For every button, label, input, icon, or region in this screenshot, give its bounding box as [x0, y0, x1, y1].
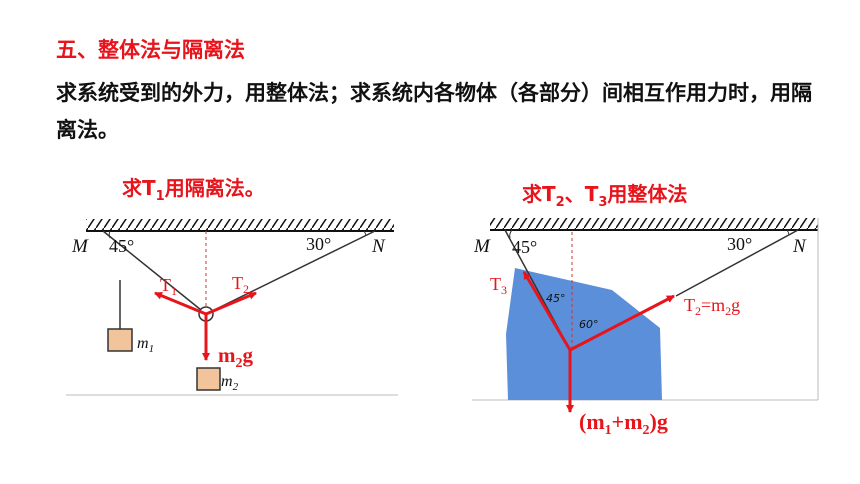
left-label-angle30: 30°	[306, 234, 331, 254]
left-rope-T1	[102, 230, 207, 315]
left-label-T1: T1	[160, 275, 177, 298]
left-label-angle45: 45°	[109, 236, 134, 256]
right-rope-right	[675, 229, 799, 297]
right-label-angle45: 45°	[512, 237, 537, 257]
right-label-inner-45: 45°	[546, 292, 566, 305]
left-arrow-T2	[205, 291, 257, 316]
left-block-m1	[107, 328, 133, 352]
left-rope-T2	[205, 230, 376, 315]
left-caption: 求T1用隔离法。	[122, 176, 265, 204]
right-label-angle30: 30°	[727, 234, 752, 254]
right-label-N: N	[792, 236, 807, 257]
principle-paragraph: 求系统受到的外力，用整体法；求系统内各物体（各部分）间相互作用力时，用隔离法。	[56, 81, 812, 142]
right-label-inner-60: 60°	[579, 318, 599, 331]
right-label-T2: T2=m2g	[684, 295, 740, 318]
left-arrow-T1	[154, 291, 207, 316]
right-arc-45	[509, 229, 513, 239]
right-caption: 求T2、T3用整体法	[522, 182, 688, 210]
right-label-T3: T3	[490, 274, 507, 297]
left-arc-45	[108, 230, 111, 239]
left-block-m2	[196, 367, 221, 391]
right-arrow-T3	[522, 271, 572, 351]
right-arc-30	[786, 229, 790, 236]
right-diagram: M N 45° 30° 45° 60° T3 T2=m2g (m1+m2)g	[472, 218, 819, 438]
left-arc-30	[363, 230, 367, 237]
left-label-m1: m1	[137, 335, 154, 355]
left-label-force: m2g	[218, 343, 254, 371]
right-label-force: (m1+m2)g	[579, 409, 668, 438]
right-system-body	[506, 268, 662, 400]
left-ceiling-hatch	[86, 219, 394, 231]
left-label-M: M	[71, 236, 89, 257]
left-label-T2: T2	[232, 273, 249, 296]
left-diagram: M N 45° 30° T1 T2 m1 m2 m2g	[66, 219, 398, 396]
right-ceiling-hatch	[490, 218, 818, 230]
left-label-N: N	[371, 236, 386, 257]
left-label-m2: m2	[221, 373, 239, 393]
right-label-M: M	[473, 236, 491, 257]
right-arrow-T2	[569, 294, 675, 352]
section-heading: 五、整体法与隔离法	[56, 38, 245, 62]
